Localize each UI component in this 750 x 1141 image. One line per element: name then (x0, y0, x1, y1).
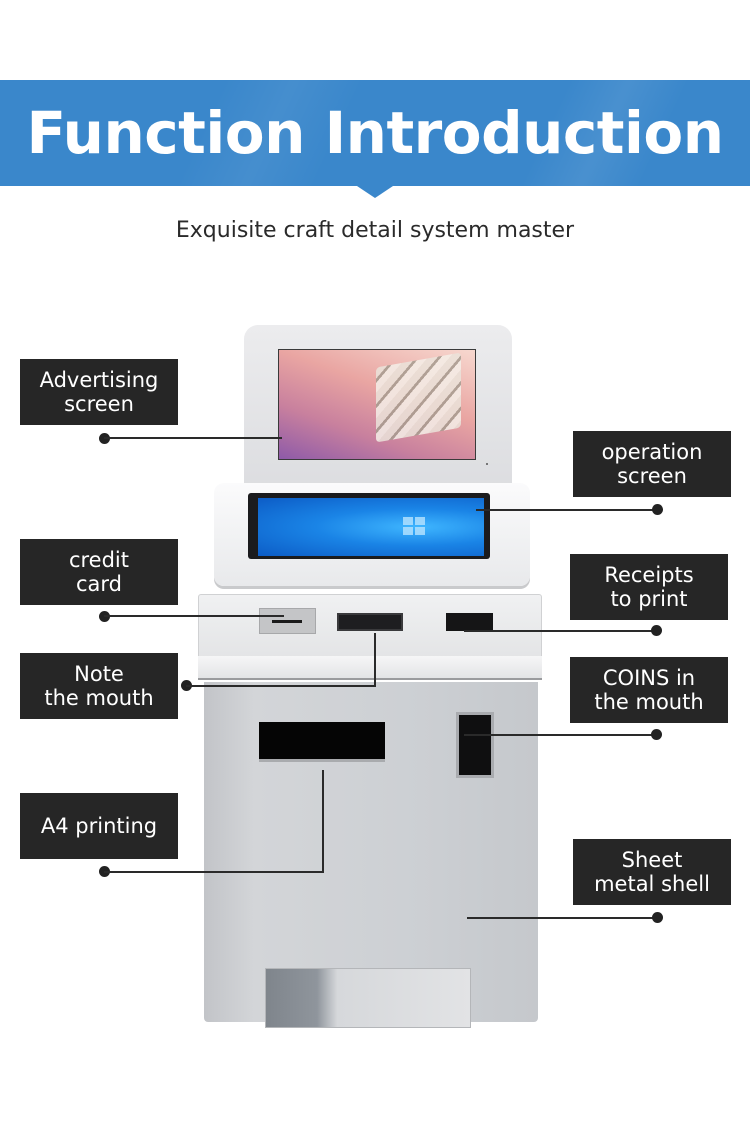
bottom-collection-window (265, 968, 471, 1028)
callout-dot (651, 625, 662, 636)
callout-line (467, 917, 657, 919)
callout-operation-screen: operation screen (573, 431, 731, 497)
page-title: Function Introduction (26, 99, 724, 167)
coin-slot (456, 712, 494, 778)
callout-line (104, 615, 284, 617)
callout-sheet-metal-shell: Sheet metal shell (573, 839, 731, 905)
callout-a4-printing: A4 printing (20, 793, 178, 859)
a4-printer-slot (259, 722, 385, 762)
abstract-cubes-wallpaper (376, 352, 461, 443)
callout-line (186, 685, 376, 687)
callout-line (464, 630, 656, 632)
callout-line (104, 437, 282, 439)
callout-dot (652, 912, 663, 923)
callout-dot (651, 729, 662, 740)
operation-screen-display (258, 498, 484, 556)
callout-dot (652, 504, 663, 515)
card-slot (272, 620, 302, 623)
callout-line (476, 509, 656, 511)
coin-slot-opening (459, 715, 491, 775)
callout-advertising-screen: Advertising screen (20, 359, 178, 425)
tray-lip (198, 656, 542, 680)
advertising-screen-display (278, 349, 476, 460)
card-reader (259, 608, 316, 634)
callout-line (374, 633, 376, 687)
title-banner: Function Introduction (0, 80, 750, 186)
callout-line (104, 871, 324, 873)
callout-line (464, 734, 656, 736)
windows-logo-icon (403, 517, 425, 535)
note-slot (337, 613, 403, 631)
callout-line (322, 770, 324, 873)
sensor-dot (486, 463, 488, 465)
callout-credit-card: credit card (20, 539, 178, 605)
page-subtitle: Exquisite craft detail system master (175, 218, 575, 243)
banner-pointer (357, 186, 393, 198)
callout-coins-in-the-mouth: COINS in the mouth (570, 657, 728, 723)
callout-receipts-to-print: Receipts to print (570, 554, 728, 620)
callout-note-the-mouth: Note the mouth (20, 653, 178, 719)
receipt-printer-slot (446, 613, 493, 631)
